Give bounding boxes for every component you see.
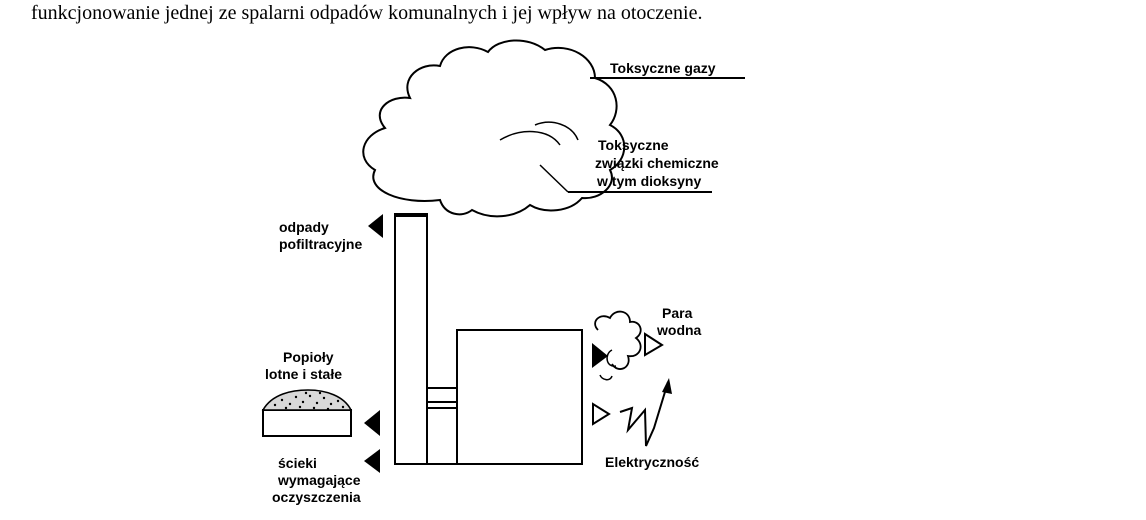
- label-ash-line1: Popioły: [283, 349, 334, 365]
- smoke-cloud: [362, 39, 626, 218]
- label-toxic-compounds-line3: w tym dioksyny: [597, 173, 702, 189]
- cloud-inner-curl: [499, 130, 561, 146]
- ash-arrow: [364, 410, 380, 436]
- steam-arrow: [644, 332, 664, 357]
- label-filter-waste-line1: odpady: [279, 219, 329, 235]
- chimney-cap: [395, 213, 427, 217]
- electricity-arrow: [592, 402, 611, 426]
- chimney: [394, 213, 428, 465]
- filter-waste-arrow: [368, 214, 383, 238]
- label-wastewater-line3: oczyszczenia: [272, 489, 361, 505]
- steam-puffs: [606, 349, 617, 367]
- ash-pile: [261, 389, 353, 411]
- label-toxic-compounds-line1: Toksyczne: [598, 137, 669, 153]
- lightning-bolt: [619, 381, 669, 447]
- label-wastewater-line1: ścieki: [278, 455, 317, 471]
- label-electricity: Elektryczność: [605, 454, 700, 470]
- label-ash-line2: lotne i stałe: [265, 366, 343, 382]
- ash-texture: [273, 391, 345, 411]
- steam-puffs: [599, 374, 613, 381]
- toxic-compounds-leader: [539, 164, 569, 193]
- boiler-building: [456, 329, 583, 465]
- figure-caption: funkcjonowanie jednej ze spalarni odpadó…: [31, 2, 703, 24]
- lightning-arrowhead: [662, 378, 672, 394]
- label-steam-line1: Para: [662, 305, 693, 321]
- connector-duct: [426, 387, 458, 465]
- wastewater-arrow: [364, 449, 380, 473]
- label-filter-waste-line2: pofiltracyjne: [279, 236, 363, 252]
- label-toxic-compounds-line2: związki chemiczne: [595, 155, 719, 171]
- cloud-inner-curl: [534, 121, 579, 141]
- steam-output-arrow: [592, 343, 608, 368]
- ash-container: [262, 409, 352, 437]
- label-steam-line2: wodna: [657, 322, 702, 338]
- steam-puffs: [594, 310, 642, 370]
- label-wastewater-line2: wymagające: [278, 472, 361, 488]
- label-toxic-gases: Toksyczne gazy: [610, 60, 716, 76]
